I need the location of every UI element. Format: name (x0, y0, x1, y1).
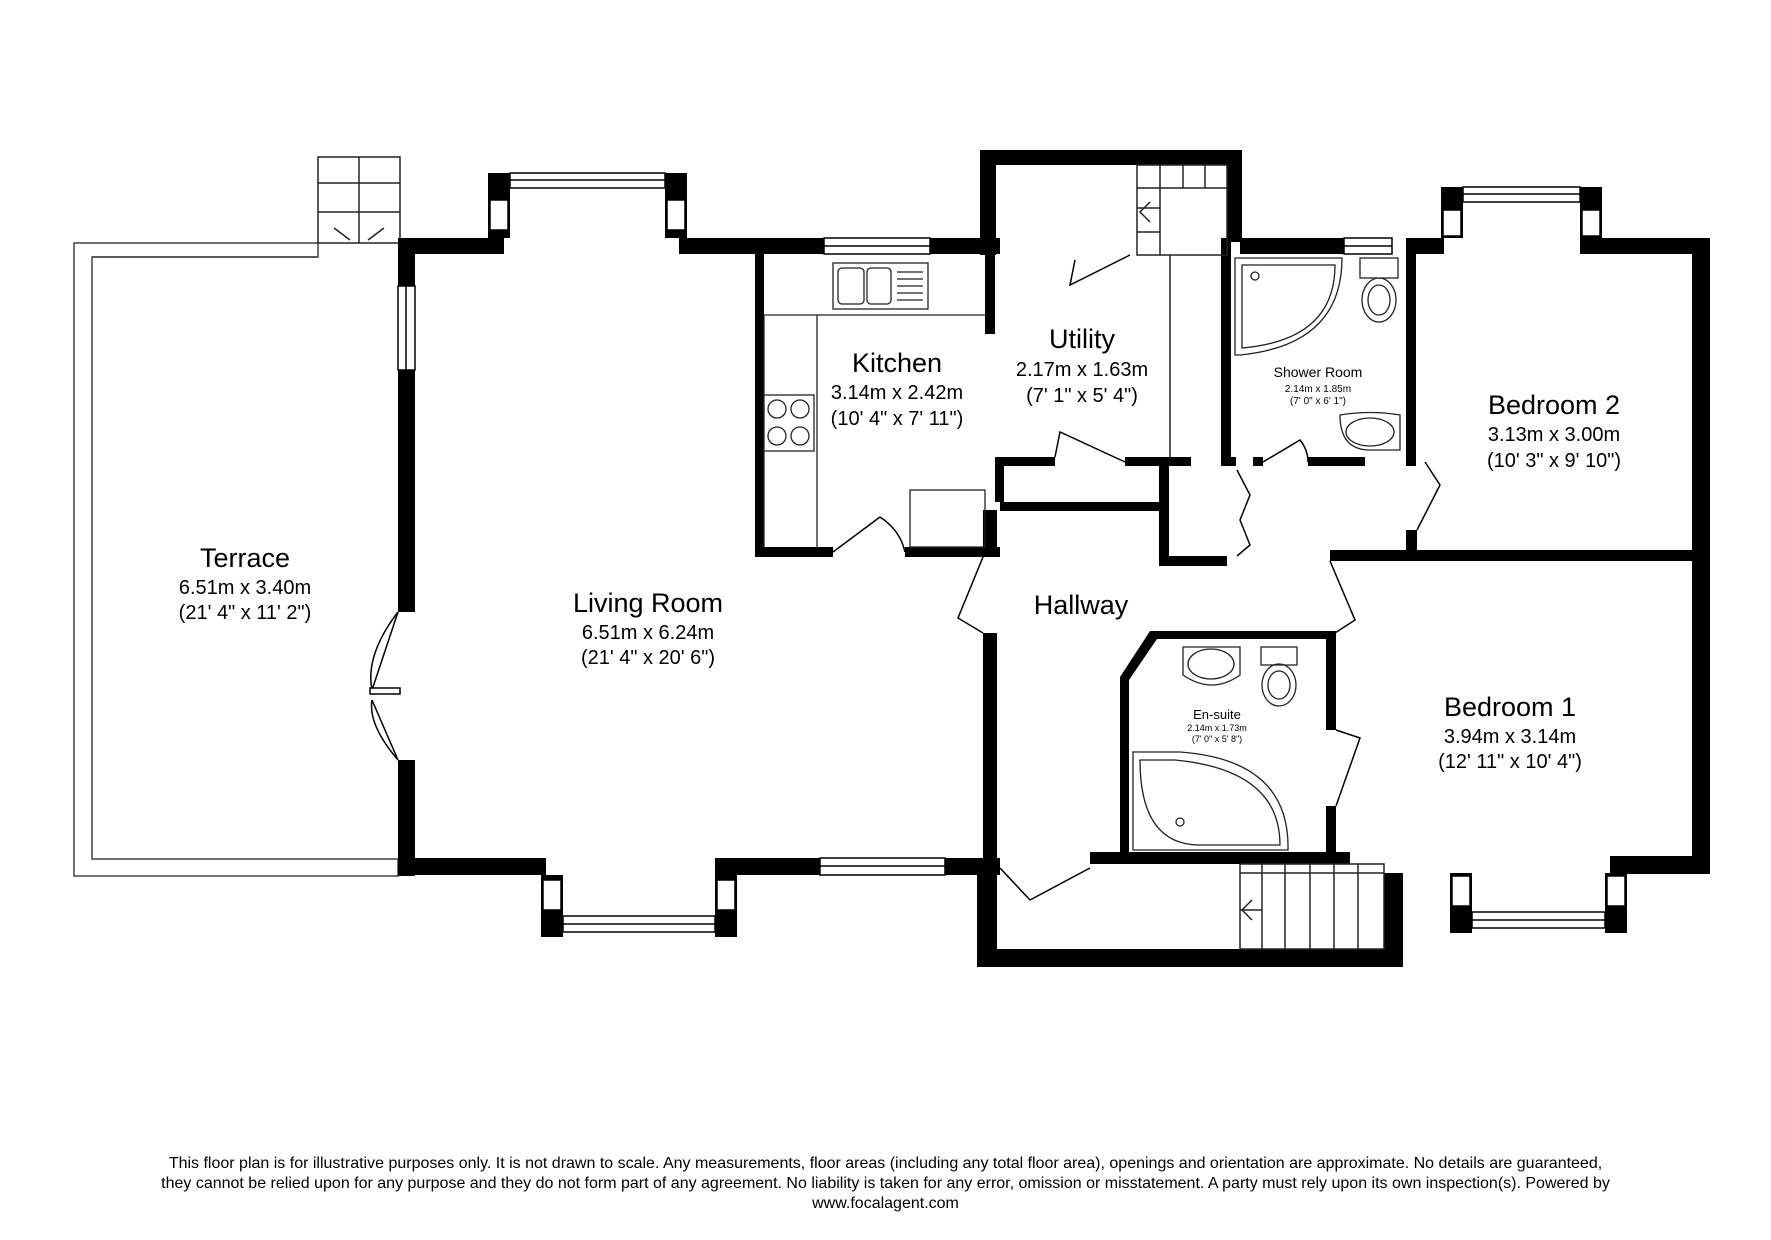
bath-icon (1132, 751, 1289, 851)
stairs-bottom (1239, 863, 1385, 950)
disclaimer-link[interactable]: www.focalagent.com (812, 1195, 959, 1212)
room-dimensions-imperial: (10' 3" x 9' 10") (1487, 450, 1621, 472)
room-dimensions-imperial: (10' 4" x 7' 11") (831, 408, 964, 430)
room-name: Shower Room (1274, 364, 1363, 380)
room-dimensions-metric: 2.17m x 1.63m (1016, 359, 1148, 381)
room-name: Bedroom 1 (1444, 692, 1576, 722)
room-label-utility: Utility 2.17m x 1.63m (7' 1" x 5' 4") (1016, 324, 1148, 407)
room-dimensions-imperial: (12' 11" x 10' 4") (1438, 751, 1582, 773)
disclaimer-line: they cannot be relied upon for any purpo… (161, 1175, 1610, 1192)
window-bedroom1-bottom-right (1606, 875, 1626, 907)
room-label-living-room: Living Room 6.51m x 6.24m (21' 4" x 20' … (573, 588, 723, 669)
toilet-icon (1261, 663, 1297, 707)
room-dimensions-imperial: (21' 4" x 11' 2") (179, 602, 312, 624)
doors (369, 254, 1441, 901)
disclaimer-line: This floor plan is for illustrative purp… (168, 1155, 1603, 1172)
room-name: Terrace (200, 543, 290, 573)
room-label-bedroom-2: Bedroom 2 3.13m x 3.00m (10' 3" x 9' 10"… (1487, 390, 1621, 472)
terrace-steps (317, 156, 401, 244)
walls (398, 150, 1710, 967)
room-dimensions-metric: 3.94m x 3.14m (1444, 726, 1576, 748)
room-dimensions-metric: 2.14m x 1.73m (1187, 723, 1247, 733)
floor-plan: Terrace 6.51m x 3.40m (21' 4" x 11' 2") … (73, 150, 1710, 967)
room-dimensions-metric: 3.13m x 3.00m (1488, 424, 1620, 446)
window-living-bottom-right (716, 879, 736, 911)
window-living-top-left (489, 199, 509, 231)
room-dimensions-metric: 3.14m x 2.42m (831, 382, 963, 404)
room-name: Living Room (573, 588, 723, 618)
basin-icon (1339, 411, 1401, 451)
window-bedroom2-left (1442, 209, 1462, 237)
room-dimensions-imperial: (7' 1" x 5' 4") (1026, 385, 1138, 407)
disclaimer: This floor plan is for illustrative purp… (30, 1154, 1741, 1214)
room-label-bedroom-1: Bedroom 1 3.94m x 3.14m (12' 11" x 10' 4… (1438, 692, 1582, 773)
room-label-shower-room: Shower Room 2.14m x 1.85m (7' 0" x 6' 1"… (1274, 364, 1363, 407)
room-name: Bedroom 2 (1488, 390, 1620, 420)
toilet-cistern-icon (1260, 646, 1298, 666)
room-dimensions-imperial: (7' 0" x 6' 1") (1290, 396, 1346, 407)
kitchen-fixtures (763, 262, 986, 548)
basin-icon (1182, 646, 1241, 686)
window-bedroom2-right (1581, 209, 1601, 237)
window-living-bottom-left (542, 879, 562, 911)
room-name: En-suite (1193, 707, 1241, 722)
room-label-kitchen: Kitchen 3.14m x 2.42m (10' 4" x 7' 11") (831, 348, 964, 430)
toilet-cistern-icon (1359, 257, 1399, 279)
windows (397, 172, 1626, 933)
room-dimensions-metric: 6.51m x 3.40m (179, 577, 311, 599)
room-name: Hallway (1034, 590, 1129, 620)
room-label-hallway: Hallway (1034, 590, 1129, 620)
room-dimensions-imperial: (7' 0" x 5' 8") (1192, 734, 1242, 744)
window-living-top-right (666, 199, 686, 231)
room-dimensions-metric: 2.14m x 1.85m (1285, 384, 1351, 395)
stairs-top (1136, 164, 1228, 457)
room-label-en-suite: En-suite 2.14m x 1.73m (7' 0" x 5' 8") (1187, 707, 1247, 744)
room-label-terrace: Terrace 6.51m x 3.40m (21' 4" x 11' 2") (179, 543, 312, 624)
window-bedroom1-bottom-left (1451, 875, 1471, 907)
appliance-icon (909, 489, 986, 548)
room-dimensions-metric: 6.51m x 6.24m (582, 622, 714, 644)
shower-tray-icon (1234, 257, 1343, 356)
toilet-icon (1361, 277, 1397, 323)
room-dimensions-imperial: (21' 4" x 20' 6") (581, 647, 715, 669)
shower-room-fixtures (1234, 257, 1401, 451)
room-name: Kitchen (852, 348, 942, 378)
room-name: Utility (1049, 324, 1115, 354)
hob-icon (763, 394, 815, 452)
terrace-area (73, 156, 401, 877)
ensuite-fixtures (1132, 646, 1298, 851)
